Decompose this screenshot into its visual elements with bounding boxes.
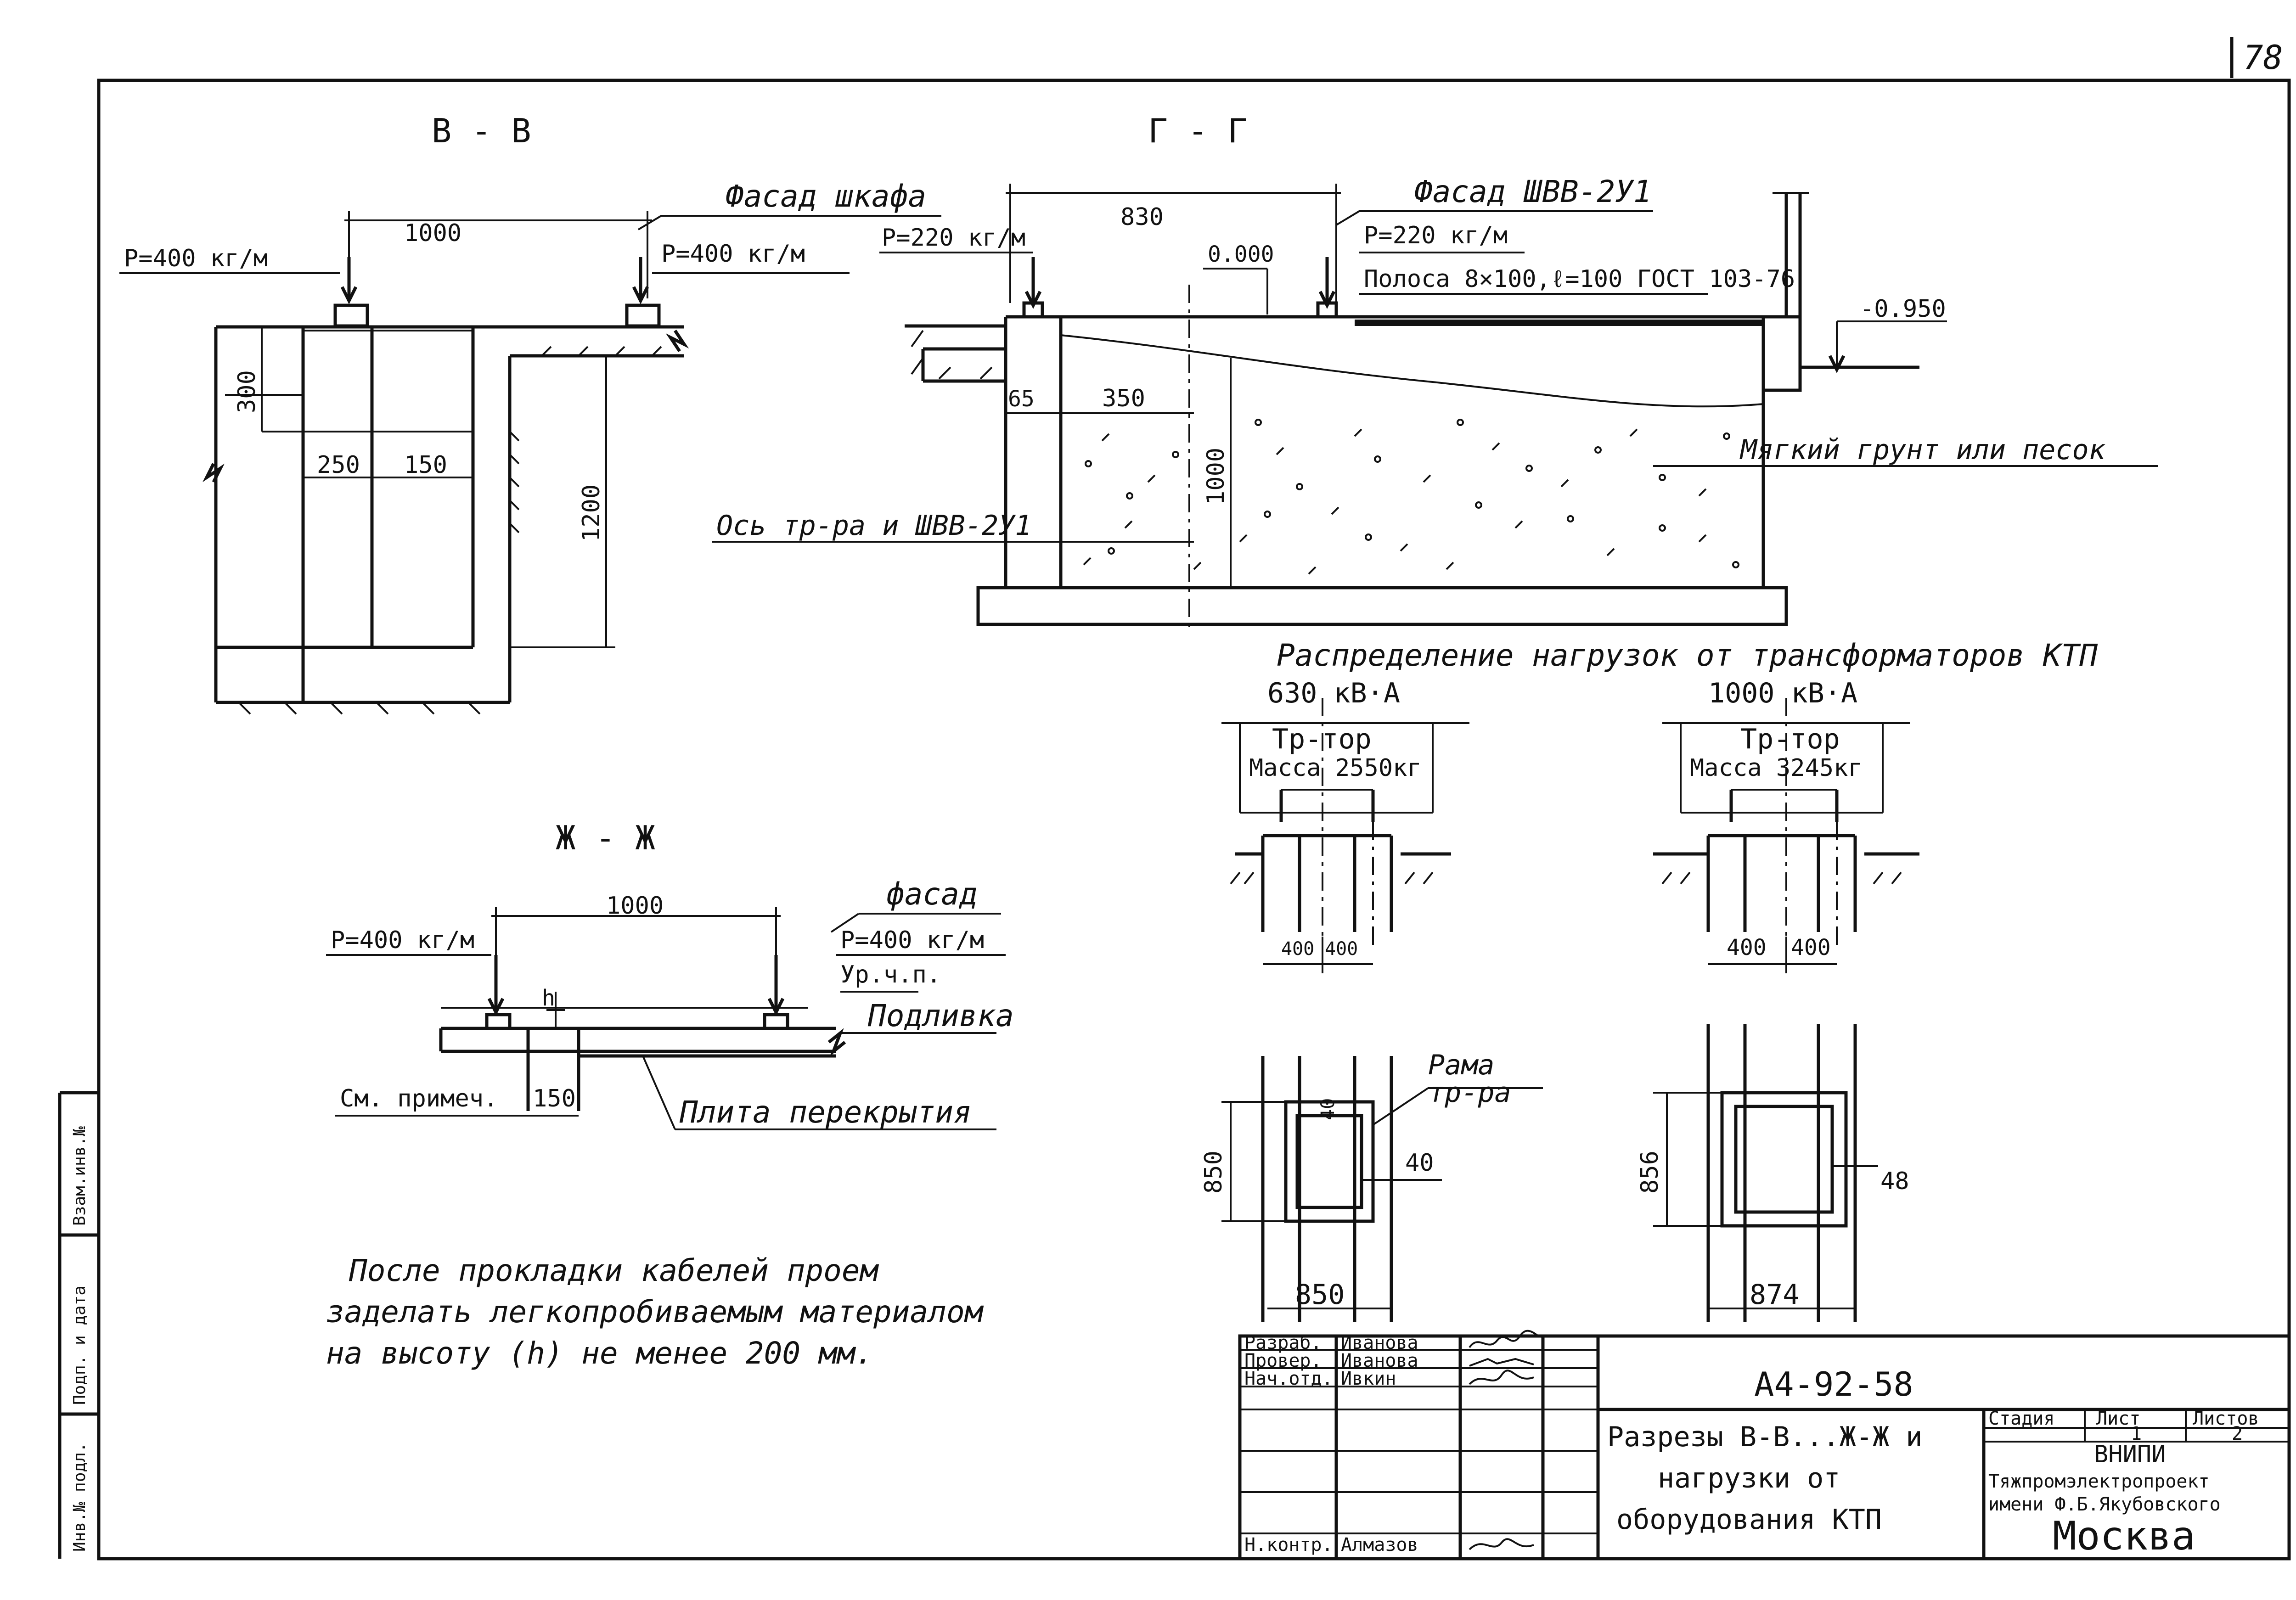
frame-630-dim-40-top: 40 bbox=[1317, 1098, 1339, 1120]
transformer-1000-rating: 1000 кВ·А bbox=[1708, 677, 1857, 709]
section-zhzh: Ж - Ж фасад 1000 Р=400 кг/м Р=400 кг/м У… bbox=[326, 819, 1014, 1130]
section-bb: В - В Фасад шкафа Р=400 кг/м Р=400 кг/м … bbox=[119, 112, 941, 715]
transformer-1000: 1000 кВ·А Тр-тор Масса 3245кг 400 400 bbox=[1636, 677, 1919, 1322]
role-2: Провер. bbox=[1244, 1350, 1322, 1371]
section-bb-facade-label: Фасад шкафа bbox=[726, 179, 926, 214]
side-stamp-label-1: Инв.№ подл. bbox=[70, 1443, 89, 1552]
section-zhzh-floor-level: Ур.ч.п. bbox=[840, 961, 941, 988]
transformer-630-rating: 630 кВ·А bbox=[1267, 677, 1400, 709]
section-zhzh-screed-label: Подливка bbox=[867, 998, 1014, 1033]
frame-630-dim-850-v: 850 bbox=[1200, 1151, 1227, 1194]
drawing-code: А4-92-58 bbox=[1754, 1365, 1913, 1404]
frame-1000-dim-874: 874 bbox=[1750, 1279, 1799, 1311]
side-stamp-label-2: Подп. и дата bbox=[70, 1286, 89, 1405]
section-zhzh-load-left: Р=400 кг/м bbox=[331, 926, 474, 954]
drawing-title-line-1: Разрезы В-В...Ж-Ж и bbox=[1607, 1421, 1922, 1453]
header-sheets: Листов bbox=[2193, 1408, 2259, 1429]
signature-4 bbox=[1469, 1538, 1534, 1550]
transformer-630-mass: Масса 2550кг bbox=[1249, 754, 1422, 782]
signature-3 bbox=[1469, 1370, 1534, 1385]
signature-2 bbox=[1469, 1358, 1534, 1367]
section-zhzh-load-right: Р=400 кг/м bbox=[840, 926, 984, 954]
note-line-1: После прокладки кабелей проем bbox=[349, 1253, 879, 1288]
load-distribution-title: Распределение нагрузок от трансформаторо… bbox=[1277, 638, 2098, 673]
sheet-number: 78 bbox=[2243, 38, 2283, 77]
org-line-3: имени Ф.Б.Якубовского bbox=[1988, 1494, 2221, 1515]
role-3: Нач.отд. bbox=[1244, 1368, 1333, 1389]
section-gg-dim-65: 65 bbox=[1008, 386, 1035, 412]
frame-630-dim-850-h: 850 bbox=[1295, 1279, 1345, 1311]
section-zhzh-see-note: См. примеч. bbox=[340, 1085, 498, 1112]
section-gg-load-left: Р=220 кг/м bbox=[882, 224, 1025, 252]
transformer-630-dim-b: 400 bbox=[1325, 938, 1358, 960]
load-distribution: Распределение нагрузок от трансформаторо… bbox=[1200, 638, 2098, 1322]
section-gg-soil-label: Мягкий грунт или песок bbox=[1739, 434, 2106, 466]
section-bb-title: В - В bbox=[432, 112, 531, 150]
transformer-1000-mass: Масса 3245кг bbox=[1690, 754, 1863, 782]
section-bb-load-right: Р=400 кг/м bbox=[661, 240, 805, 268]
transformer-1000-dim-b: 400 bbox=[1791, 935, 1831, 960]
role-4: Н.контр. bbox=[1244, 1534, 1333, 1555]
section-gg-facade-label: Фасад ШВВ-2У1 bbox=[1414, 174, 1652, 209]
section-zhzh-dim-span: 1000 bbox=[606, 892, 664, 920]
org-line-2: Тяжпромэлектропроект bbox=[1988, 1471, 2210, 1492]
section-bb-dim-span: 1000 bbox=[404, 219, 461, 247]
note-line-3: на высоту (h) не менее 200 мм. bbox=[326, 1336, 873, 1371]
note-block: После прокладки кабелей проем заделать л… bbox=[326, 1253, 984, 1371]
frame-630-dim-40: 40 bbox=[1405, 1149, 1434, 1177]
transformer-1000-dim-a: 400 bbox=[1727, 935, 1767, 960]
role-1: Разраб. bbox=[1244, 1332, 1322, 1353]
transformer-1000-label: Тр-тор bbox=[1740, 723, 1840, 755]
section-gg-dim-350: 350 bbox=[1102, 385, 1145, 412]
header-stage: Стадия bbox=[1988, 1408, 2055, 1429]
section-gg-load-right: Р=220 кг/м bbox=[1364, 222, 1508, 249]
signature-1 bbox=[1469, 1330, 1544, 1348]
title-block: Разраб. Иванова Провер. Иванова Нач.отд.… bbox=[1238, 1330, 2291, 1561]
frame-1000-dim-48: 48 bbox=[1880, 1168, 1909, 1195]
org-line-4: Москва bbox=[2053, 1513, 2195, 1559]
name-1: Иванова bbox=[1341, 1332, 1418, 1353]
section-gg-strip-label: Полоса 8×100,ℓ=100 ГОСТ 103-76 bbox=[1364, 265, 1795, 293]
section-zhzh-h-label: h bbox=[542, 985, 555, 1011]
section-bb-dim-150: 150 bbox=[404, 451, 447, 479]
frame-630-label-2: тр-ра bbox=[1428, 1077, 1511, 1109]
drawing-title-line-3: оборудования КТП bbox=[1616, 1504, 1882, 1536]
note-line-2: заделать легкопробиваемым материалом bbox=[326, 1294, 984, 1330]
section-gg-level-minus: -0.950 bbox=[1860, 295, 1946, 323]
header-sheet: Лист bbox=[2096, 1408, 2140, 1429]
section-gg-title: Г - Г bbox=[1148, 112, 1248, 150]
name-4: Алмазов bbox=[1341, 1534, 1418, 1555]
section-bb-dim-300: 300 bbox=[233, 370, 261, 413]
sheets-value: 2 bbox=[2232, 1423, 2243, 1444]
side-stamp-label-3: Взам.инв.№ bbox=[70, 1126, 89, 1226]
section-bb-load-left: Р=400 кг/м bbox=[124, 245, 268, 272]
org-line-1: ВНИПИ bbox=[2094, 1441, 2166, 1468]
section-gg-axis-label: Ось тр-ра и ШВВ-2У1 bbox=[716, 510, 1031, 542]
side-stamp: Инв.№ подл. Подп. и дата Взам.инв.№ bbox=[58, 1091, 99, 1559]
section-zhzh-facade-label: фасад bbox=[886, 876, 978, 912]
section-bb-dim-1200: 1200 bbox=[578, 484, 605, 542]
sheet-number-corner: 78 bbox=[2230, 37, 2283, 78]
section-gg-dim-830: 830 bbox=[1120, 203, 1164, 231]
sheet-value: 1 bbox=[2131, 1423, 2142, 1444]
drawing-title-line-2: нагрузки от bbox=[1658, 1462, 1840, 1494]
name-3: Ивкин bbox=[1341, 1368, 1396, 1389]
frame-630-label-1: Рама bbox=[1428, 1049, 1495, 1081]
section-gg-dim-1000: 1000 bbox=[1202, 448, 1230, 505]
section-zhzh-title: Ж - Ж bbox=[556, 819, 655, 857]
section-gg: Г - Г Фасад ШВВ-2У1 Р=220 кг/м Р=220 кг/… bbox=[712, 112, 2158, 634]
name-2: Иванова bbox=[1341, 1350, 1418, 1371]
section-zhzh-dim-150: 150 bbox=[533, 1085, 576, 1112]
drawing-frame bbox=[97, 79, 2291, 1561]
transformer-630: 630 кВ·А Тр-тор Масса 2550кг 400 400 bbox=[1200, 677, 1543, 1322]
section-gg-level-zero: 0.000 bbox=[1208, 241, 1274, 267]
frame-1000-dim-856: 856 bbox=[1636, 1151, 1664, 1194]
transformer-630-dim-a: 400 bbox=[1281, 938, 1314, 960]
section-bb-dim-250: 250 bbox=[317, 451, 360, 479]
section-zhzh-slab-label: Плита перекрытия bbox=[679, 1095, 972, 1130]
